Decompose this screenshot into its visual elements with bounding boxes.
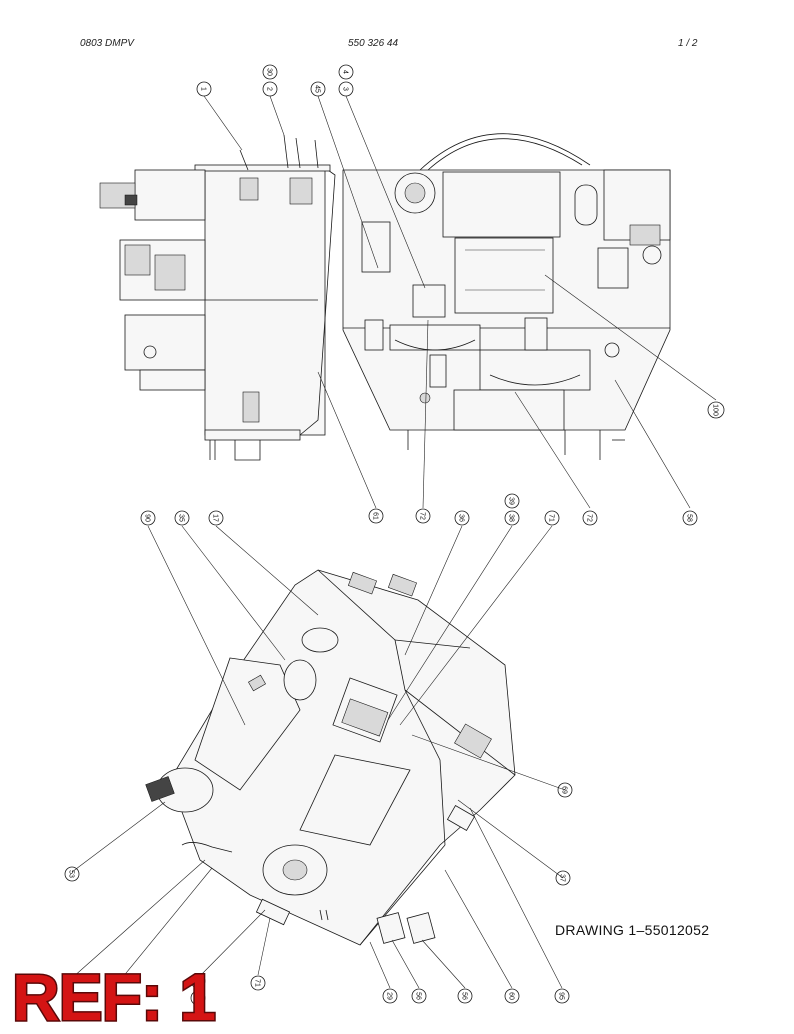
callout-38: 38: [504, 510, 520, 526]
svg-text:36: 36: [458, 514, 465, 522]
callout-69: 69: [557, 782, 573, 798]
svg-text:1: 1: [200, 87, 207, 91]
callout-56-left: 56: [411, 988, 427, 1004]
callout-100: 100: [707, 401, 725, 419]
callout-34: 34: [190, 973, 206, 989]
ref-badge: REF: 1: [10, 960, 217, 1034]
svg-text:34: 34: [194, 977, 201, 985]
svg-text:71: 71: [254, 979, 261, 987]
callout-35: 35: [174, 510, 190, 526]
svg-text:45: 45: [314, 85, 321, 93]
svg-text:37: 37: [559, 874, 566, 882]
svg-text:30: 30: [266, 68, 273, 76]
svg-text:4: 4: [342, 70, 349, 74]
svg-text:60: 60: [508, 992, 515, 1000]
header-part-number: 550 326 44: [348, 38, 399, 49]
svg-text:2: 2: [266, 87, 273, 91]
callout-30: 30: [262, 64, 278, 80]
callout-90: 90: [140, 510, 156, 526]
svg-text:39: 39: [194, 994, 201, 1002]
svg-text:72: 72: [419, 512, 426, 520]
front-view: [342, 133, 671, 460]
header-page-number: 1 / 2: [678, 38, 698, 49]
isometric-view: [145, 569, 516, 946]
svg-text:72: 72: [586, 514, 593, 522]
svg-text:17: 17: [212, 514, 219, 522]
svg-text:39: 39: [508, 497, 515, 505]
callout-72-left: 72: [415, 508, 431, 524]
svg-text:69: 69: [561, 786, 568, 794]
callout-61: 61: [368, 508, 384, 524]
svg-text:35: 35: [178, 514, 185, 522]
callout-58: 58: [682, 510, 698, 526]
header-doc-code: 0803 DMPV: [80, 38, 134, 49]
callout-39-bottom: 39: [190, 990, 206, 1006]
drawing-number-label: DRAWING 1–55012052: [555, 922, 710, 938]
callout-71-top: 71: [544, 510, 560, 526]
svg-text:100: 100: [712, 404, 719, 416]
callout-39-top: 39: [504, 493, 520, 509]
callout-29: 29: [382, 988, 398, 1004]
callout-4: 4: [338, 64, 354, 80]
leader-lines: [71, 95, 717, 989]
callout-56-right: 56: [457, 988, 473, 1004]
callout-60: 60: [504, 988, 520, 1004]
callout-95: 95: [554, 988, 570, 1004]
callout-72-right: 72: [582, 510, 598, 526]
svg-text:38: 38: [508, 514, 515, 522]
svg-text:90: 90: [144, 514, 151, 522]
svg-text:3: 3: [342, 87, 349, 91]
callout-37: 37: [555, 870, 571, 886]
svg-text:58: 58: [686, 514, 693, 522]
svg-text:56: 56: [415, 992, 422, 1000]
callout-71-bottom: 71: [250, 975, 266, 991]
svg-text:61: 61: [372, 512, 379, 520]
svg-text:56: 56: [461, 992, 468, 1000]
callout-1: 1: [196, 81, 212, 97]
callout-45: 45: [310, 81, 326, 97]
callout-2: 2: [262, 81, 278, 97]
svg-text:71: 71: [548, 514, 555, 522]
svg-text:53: 53: [68, 870, 75, 878]
svg-text:29: 29: [386, 992, 393, 1000]
side-view: [99, 134, 336, 461]
callout-3: 3: [338, 81, 354, 97]
callout-36: 36: [454, 510, 470, 526]
callouts: 1 30 2 45 4 3 100 61 72 72 58 90 35 17 3…: [64, 64, 725, 1006]
callout-53: 53: [64, 866, 80, 882]
svg-text:95: 95: [558, 992, 565, 1000]
callout-17: 17: [208, 510, 224, 526]
